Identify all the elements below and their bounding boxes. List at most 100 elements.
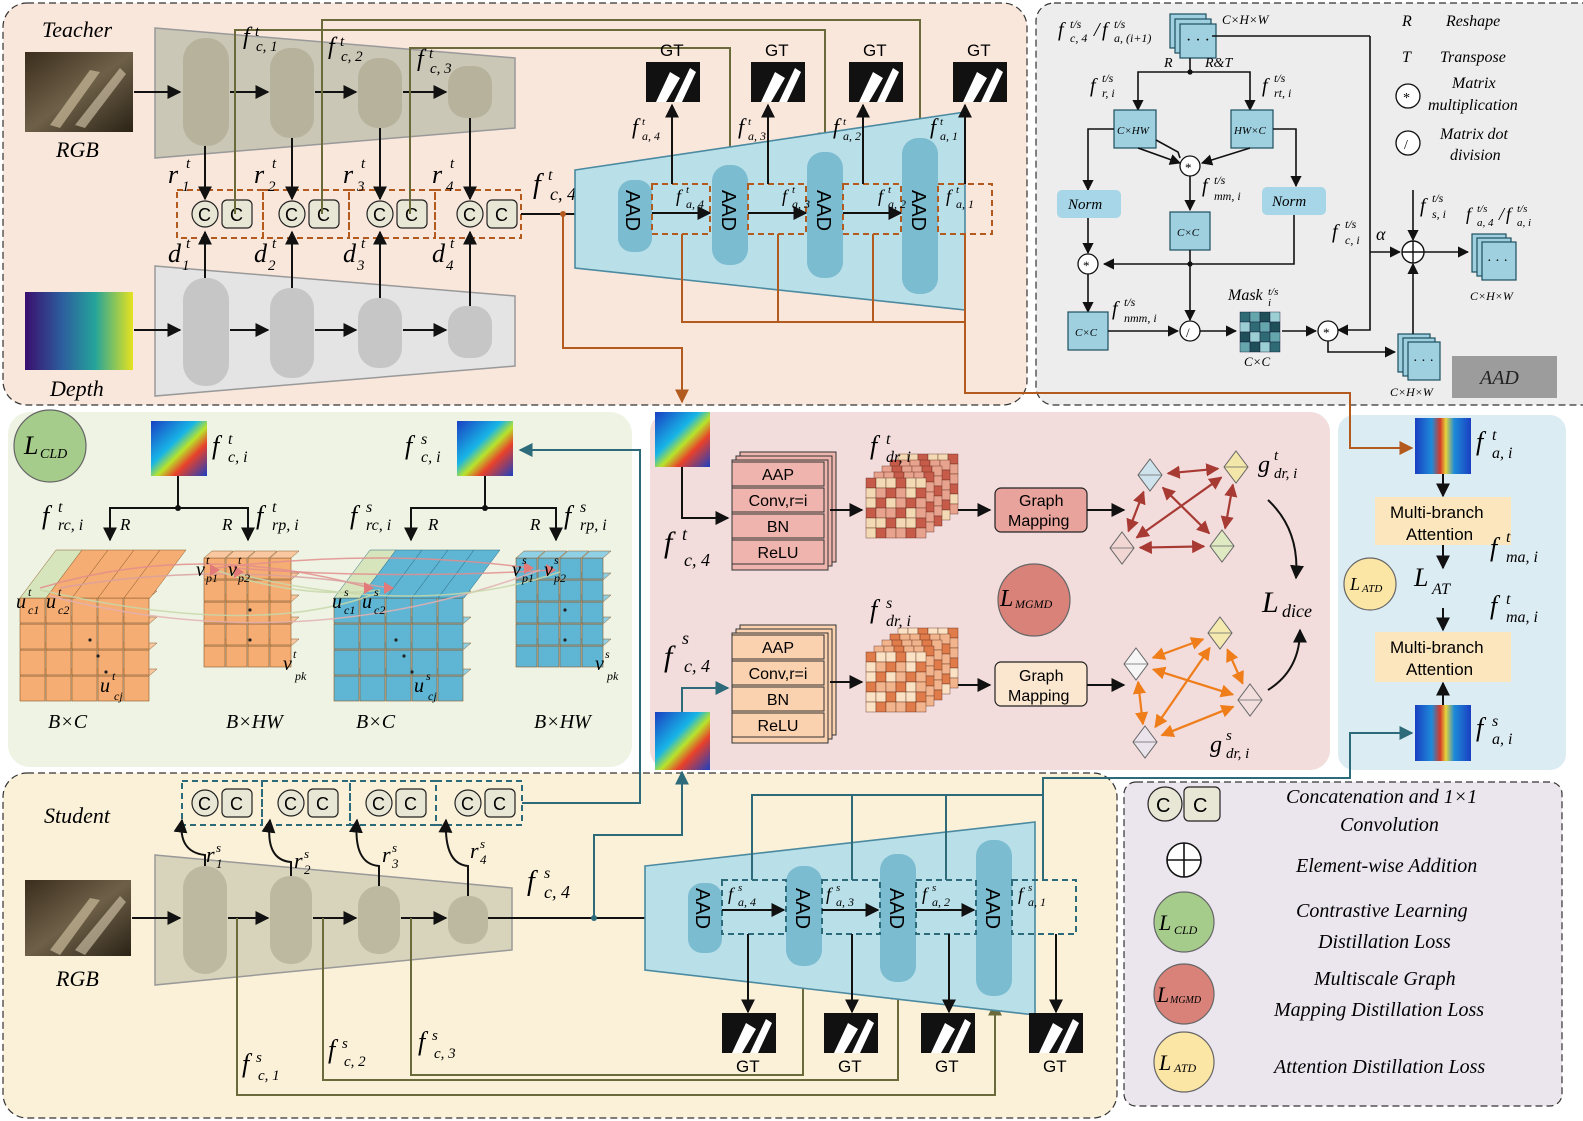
svg-text:t: t: [112, 669, 116, 683]
svg-text:α: α: [1376, 224, 1386, 244]
svg-text:3: 3: [391, 856, 399, 871]
mgmd-grid-cell: [905, 497, 917, 509]
mgmd-grid-cell: [895, 507, 907, 519]
mgmd-grid-cell: [905, 681, 917, 693]
svg-text:B×C: B×C: [48, 711, 88, 733]
mgmd-grid-cell: [905, 651, 917, 663]
cld-student-rc-cube: [385, 649, 412, 676]
svg-text:s: s: [256, 1050, 262, 1066]
svg-text:Matrix dot: Matrix dot: [1439, 126, 1509, 143]
mgmd-op-label: AAP: [762, 640, 794, 657]
mgmd-op-box: [731, 487, 825, 513]
svg-text:Mask: Mask: [1227, 287, 1264, 304]
mgmd-grid-cell: [915, 517, 927, 529]
cld-teacher-rc-cube: [123, 649, 150, 676]
mgmd-grid-cell: [915, 691, 927, 703]
mgmd-grid-cell: [915, 681, 927, 693]
atd-teacher-heatmap: [1415, 418, 1471, 474]
mgmd-grid-cell: [885, 681, 897, 693]
aad-chw-top: C×H×W: [1222, 12, 1270, 27]
svg-text:B×C: B×C: [356, 711, 396, 733]
svg-text:a, 4: a, 4: [1477, 217, 1494, 229]
cld-contrast-curve: [229, 571, 561, 597]
mgmd-grid-cell: [905, 661, 917, 673]
svg-text:t/s: t/s: [1114, 17, 1126, 31]
svg-text:f: f: [405, 431, 416, 460]
fa-sub: a, 1: [1028, 895, 1046, 909]
cld-arrow-head: [546, 564, 556, 576]
mgmd-grid-cell: [905, 507, 917, 519]
svg-text:c2: c2: [374, 603, 385, 617]
svg-text:ATD: ATD: [1361, 583, 1382, 595]
mgmd-grid-cell: [895, 691, 907, 703]
mgmd-grid-cell: [875, 651, 887, 663]
svg-text:p2: p2: [237, 571, 250, 585]
aad-cxc-box-mid: [1169, 211, 1211, 251]
svg-text:/: /: [1093, 19, 1102, 41]
mgmd-grid-cell: [875, 681, 887, 693]
svg-text:t: t: [58, 585, 62, 599]
mgmd-grid-cell: [905, 701, 917, 713]
mgmd-grid-cell: [865, 527, 877, 539]
mgmd-op-box: [731, 686, 825, 712]
aad-norm-right: [1262, 187, 1326, 215]
mgmd-grid-cell: [885, 487, 897, 499]
svg-text:t: t: [255, 24, 260, 40]
graph-edge: [1160, 704, 1235, 738]
teacher-enc-feat-labels: f t c, 1 f t c, 2 f t c, 3: [243, 24, 452, 77]
svg-text:Attention: Attention: [1406, 660, 1473, 679]
svg-text:t: t: [28, 585, 32, 599]
svg-text:f: f: [1466, 204, 1474, 224]
svg-text:r: r: [254, 160, 265, 189]
mgmd-grid-cell: [865, 661, 877, 673]
fa-sup: s: [932, 882, 936, 894]
teacher-depth-label: Depth: [49, 376, 104, 401]
fa-label: f: [878, 186, 886, 206]
conv-icon: [395, 788, 427, 818]
cld-student-rp-cube: [515, 623, 538, 646]
cld-student-rp-cube: [537, 601, 560, 624]
mgmd-grid-cell: [895, 527, 907, 539]
svg-text:Element-wise Addition: Element-wise Addition: [1295, 855, 1477, 877]
mgmd-grid-cell: [895, 487, 907, 499]
student-encoder: [154, 854, 513, 986]
fa-sup: s: [836, 882, 840, 894]
svg-text:Norm: Norm: [1067, 197, 1102, 213]
mgmd-teacher-heatmap: [655, 412, 710, 467]
svg-text:d: d: [343, 239, 357, 268]
svg-text:*: *: [1185, 160, 1192, 175]
fa-sub: a, 3: [792, 197, 810, 211]
legend-atd-icon: [1153, 1031, 1215, 1093]
graph-edge: [1138, 539, 1206, 555]
fa-sub: a, 2: [843, 129, 861, 143]
svg-text:L: L: [1413, 563, 1428, 592]
mgmd-grid-cell: [865, 651, 877, 663]
mgmd-grid-cell: [865, 681, 877, 693]
cld-student-rc-cube: [437, 649, 464, 676]
fa-sup: t: [940, 116, 944, 128]
svg-text:t/s: t/s: [1274, 71, 1286, 85]
conv-icon: [307, 788, 339, 818]
svg-text:f: f: [1420, 195, 1428, 217]
cld-teacher-rc-cube: [45, 675, 72, 702]
svg-text:u: u: [100, 675, 110, 697]
graph-edge: [1226, 648, 1244, 685]
svg-text:f: f: [1112, 298, 1120, 320]
svg-text:t: t: [682, 524, 688, 544]
svg-text:p1: p1: [205, 571, 218, 585]
svg-text:mm, i: mm, i: [1214, 189, 1241, 203]
svg-text:t/s: t/s: [1124, 295, 1136, 309]
svg-text:c, 1: c, 1: [258, 1068, 280, 1084]
svg-text:f: f: [328, 1035, 339, 1064]
fa-sub: a, 2: [932, 895, 950, 909]
svg-text:dr, i: dr, i: [1274, 466, 1297, 482]
mgmd-grid-cell: [895, 651, 907, 663]
svg-text:s: s: [366, 499, 372, 516]
svg-text:1: 1: [182, 258, 190, 274]
mgmd-grid-cell: [905, 517, 917, 529]
mgmd-grid-cell: [895, 681, 907, 693]
cld-student-rc-cube: [437, 623, 464, 650]
ellipsis-dot: [96, 654, 100, 658]
fa-sub: a, 1: [956, 197, 974, 211]
conv-icon: [221, 788, 253, 818]
